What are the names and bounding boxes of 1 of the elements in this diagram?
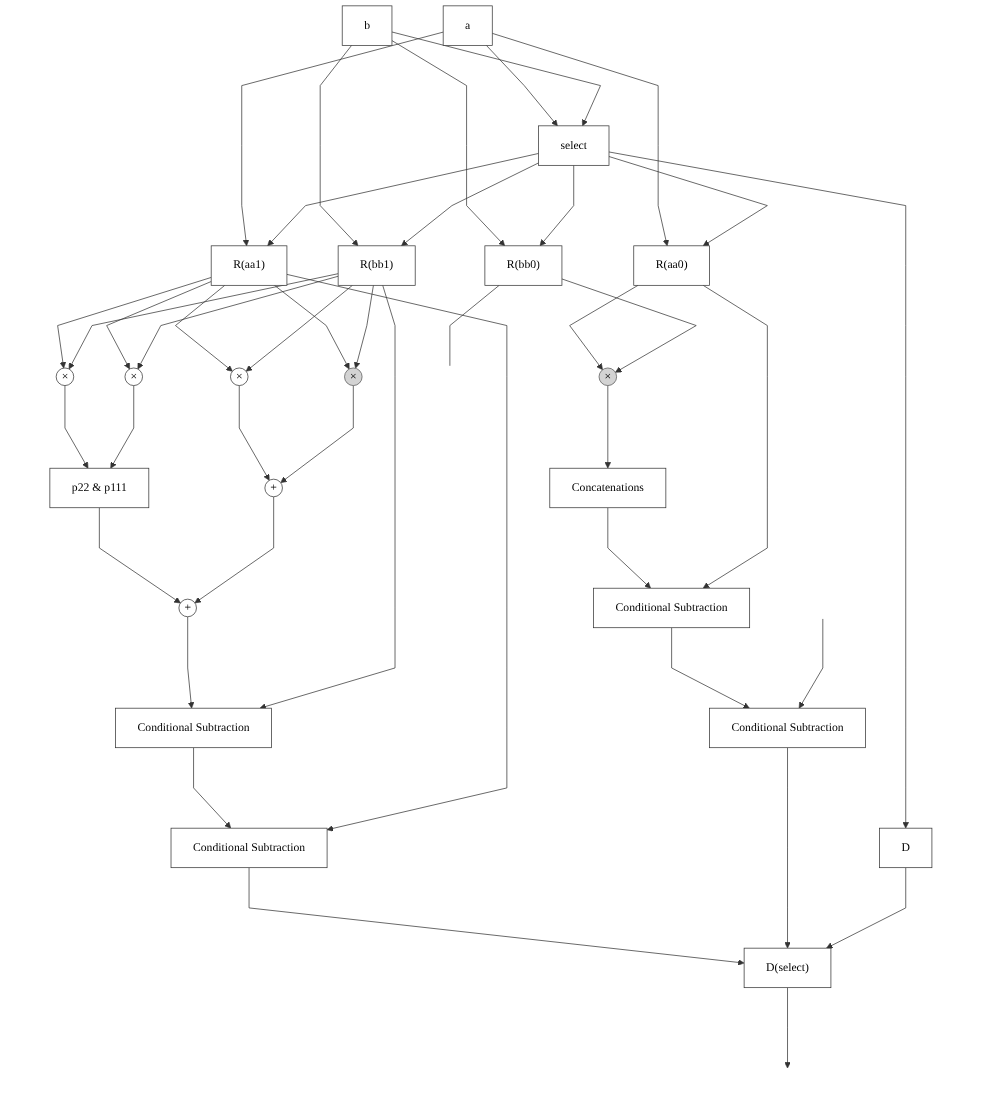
connector [449, 285, 500, 367]
